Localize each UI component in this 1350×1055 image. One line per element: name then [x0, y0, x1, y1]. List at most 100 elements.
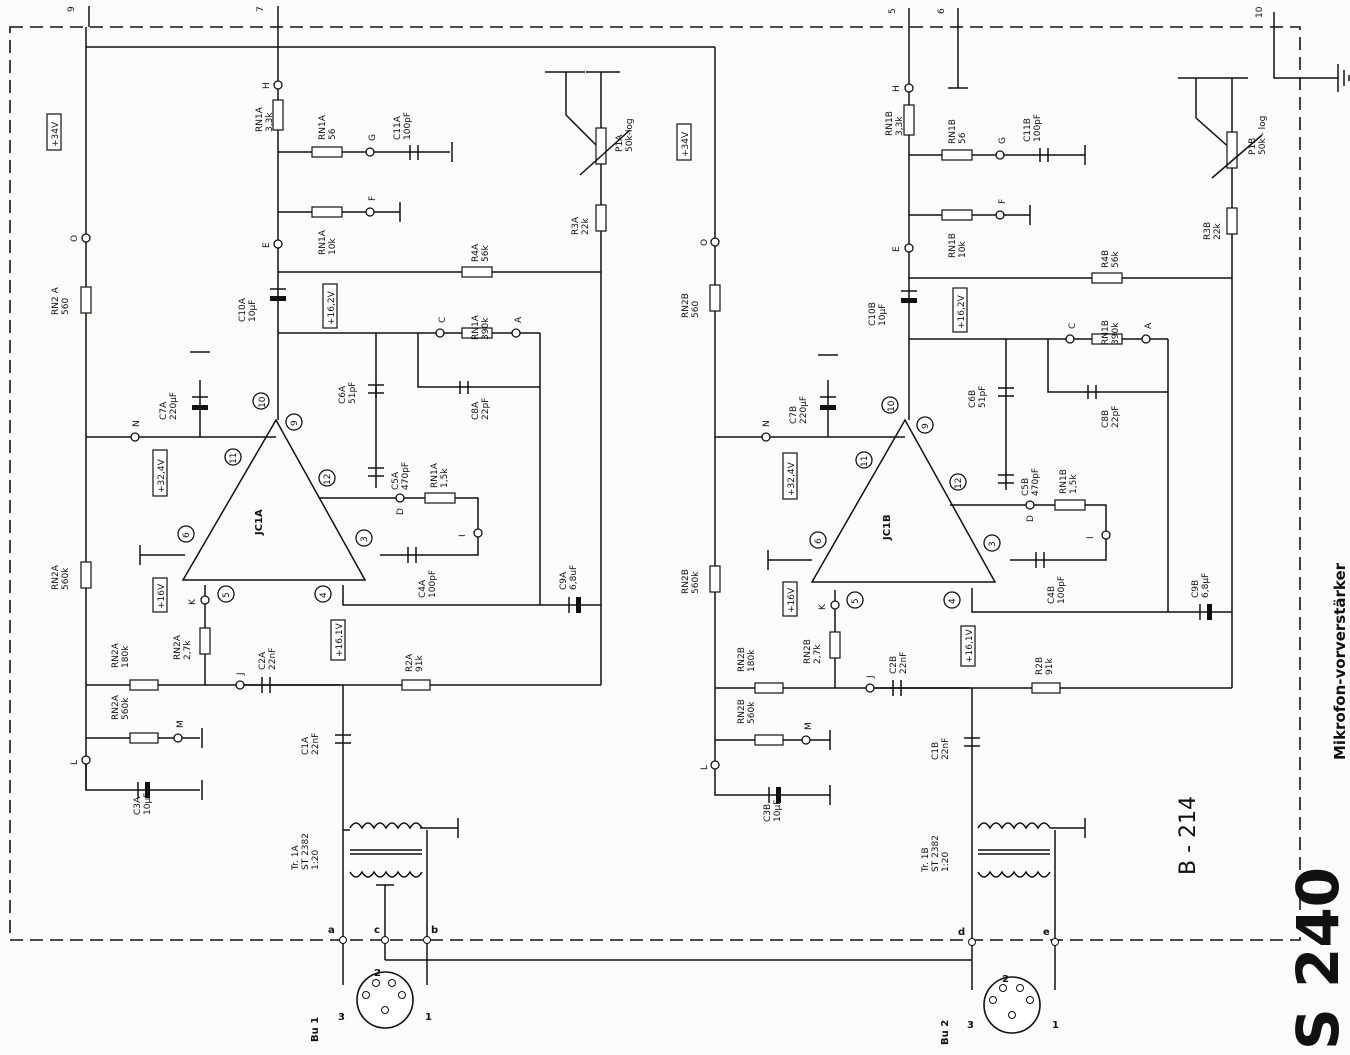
svg-text:3,3k: 3,3k — [265, 112, 275, 132]
svg-text:220µF: 220µF — [169, 392, 179, 420]
svg-text:5: 5 — [851, 598, 861, 604]
ic-pin-numbers: 10 9 11 12 6 3 5 4 10 9 11 12 6 3 5 4 — [177, 392, 1001, 609]
svg-text:22pF: 22pF — [481, 398, 491, 420]
svg-text:H: H — [262, 82, 272, 89]
svg-text:+32,4V: +32,4V — [157, 458, 167, 493]
svg-text:I: I — [458, 534, 468, 537]
svg-text:56: 56 — [958, 132, 968, 144]
svg-text:RN1A: RN1A — [318, 114, 328, 140]
svg-text:+16,1V: +16,1V — [965, 628, 975, 663]
svg-text:RN2 A: RN2 A — [51, 286, 61, 315]
svg-text:G: G — [998, 137, 1008, 144]
connector-bu1: a c b 3 2 1 Bu 1 — [310, 925, 972, 1042]
svg-text:1,5k: 1,5k — [440, 468, 450, 488]
svg-text:560k: 560k — [747, 701, 757, 724]
svg-text:ST 2382: ST 2382 — [931, 835, 941, 872]
svg-text:51pF: 51pF — [348, 382, 358, 404]
svg-text:C10B: C10B — [868, 302, 878, 326]
svg-text:Tr. 1A: Tr. 1A — [291, 845, 301, 871]
svg-text:10µF: 10µF — [248, 300, 258, 322]
svg-text:R2B: R2B — [1035, 657, 1045, 675]
svg-text:A: A — [514, 316, 524, 323]
board-outline — [9, 26, 1301, 941]
svg-text:Bu 1: Bu 1 — [310, 1017, 321, 1042]
svg-text:RN2B: RN2B — [803, 639, 813, 664]
svg-text:RN1A: RN1A — [430, 462, 440, 488]
ic-jc1a-label: JC1A — [254, 509, 265, 536]
svg-text:F: F — [368, 196, 378, 201]
svg-text:D: D — [1026, 515, 1036, 522]
svg-text:10µF: 10µF — [143, 793, 153, 815]
svg-text:22nF: 22nF — [941, 738, 951, 760]
svg-text:A: A — [1144, 322, 1154, 329]
svg-text:RN2A: RN2A — [111, 642, 121, 668]
model-title: S 240 — [1284, 867, 1350, 1050]
svg-text:C3B: C3B — [763, 804, 773, 822]
svg-text:C9A: C9A — [559, 571, 569, 590]
svg-text:390k: 390k — [481, 317, 491, 340]
svg-text:C7B: C7B — [789, 406, 799, 424]
svg-text:P1B: P1B — [1248, 138, 1258, 155]
svg-text:560: 560 — [691, 301, 701, 318]
svg-text:ST 2382: ST 2382 — [301, 833, 311, 870]
svg-text:N: N — [132, 420, 142, 427]
svg-text:C2B: C2B — [889, 656, 899, 674]
svg-text:R3B: R3B — [1203, 222, 1213, 240]
svg-text:E: E — [892, 246, 902, 252]
svg-text:100pF: 100pF — [1057, 576, 1067, 604]
svg-text:4: 4 — [948, 598, 958, 604]
svg-text:3: 3 — [988, 541, 998, 547]
svg-text:10µF: 10µF — [773, 800, 783, 822]
svg-text:C8A: C8A — [471, 401, 481, 420]
svg-text:56k: 56k — [481, 245, 491, 262]
svg-text:c: c — [374, 925, 380, 936]
svg-text:RN2B: RN2B — [737, 647, 747, 672]
svg-text:C6A: C6A — [338, 385, 348, 404]
svg-text:100pF: 100pF — [403, 112, 413, 140]
svg-text:RN1B: RN1B — [885, 111, 895, 136]
svg-text:2: 2 — [374, 968, 381, 979]
svg-text:K: K — [818, 603, 828, 610]
svg-text:10: 10 — [258, 396, 268, 408]
svg-text:R4B: R4B — [1101, 250, 1111, 268]
svg-text:M: M — [176, 720, 186, 728]
channel-a-labels: RN1A 3,3k RN1A 56 C11A 100pF RN1A 10k R4… — [51, 106, 635, 871]
svg-text:7: 7 — [256, 6, 266, 12]
svg-text:C1B: C1B — [931, 742, 941, 760]
channel-b-components: JC1B — [709, 104, 1263, 878]
svg-text:Tr. 1B: Tr. 1B — [921, 847, 931, 873]
svg-text:180k: 180k — [121, 645, 131, 668]
svg-text:C11B: C11B — [1023, 118, 1033, 142]
svg-text:22nF: 22nF — [268, 648, 278, 670]
svg-text:10: 10 — [1255, 6, 1265, 18]
svg-text:2,7k: 2,7k — [183, 640, 193, 660]
connector-bu2: d e 3 2 1 Bu 2 — [940, 927, 1059, 1045]
svg-text:C6B: C6B — [968, 390, 978, 408]
svg-text:e: e — [1043, 927, 1050, 938]
svg-text:9: 9 — [67, 6, 77, 12]
svg-text:12: 12 — [954, 478, 964, 489]
svg-text:a: a — [328, 925, 335, 936]
svg-text:L: L — [700, 765, 710, 770]
svg-text:11: 11 — [860, 456, 870, 467]
svg-text:56: 56 — [328, 128, 338, 140]
svg-text:E: E — [262, 242, 272, 248]
svg-text:C11A: C11A — [393, 115, 403, 140]
svg-text:RN2A: RN2A — [51, 564, 61, 590]
svg-text:51pF: 51pF — [978, 386, 988, 408]
svg-text:10k: 10k — [958, 241, 968, 258]
svg-text:3: 3 — [338, 1012, 345, 1023]
svg-text:H: H — [892, 85, 902, 92]
ground-symbol — [1273, 27, 1350, 92]
svg-text:b: b — [431, 925, 438, 936]
svg-text:+16,1V: +16,1V — [335, 622, 345, 657]
svg-text:22nF: 22nF — [899, 652, 909, 674]
pin-9: 9 — [67, 6, 90, 27]
svg-text:O: O — [70, 235, 80, 242]
svg-text:3: 3 — [967, 1020, 974, 1031]
svg-text:C: C — [1068, 323, 1078, 329]
svg-text:100pF: 100pF — [428, 570, 438, 598]
svg-text:RN2B: RN2B — [681, 569, 691, 594]
pin-5: 5 — [888, 8, 910, 27]
svg-text:5: 5 — [222, 592, 232, 598]
